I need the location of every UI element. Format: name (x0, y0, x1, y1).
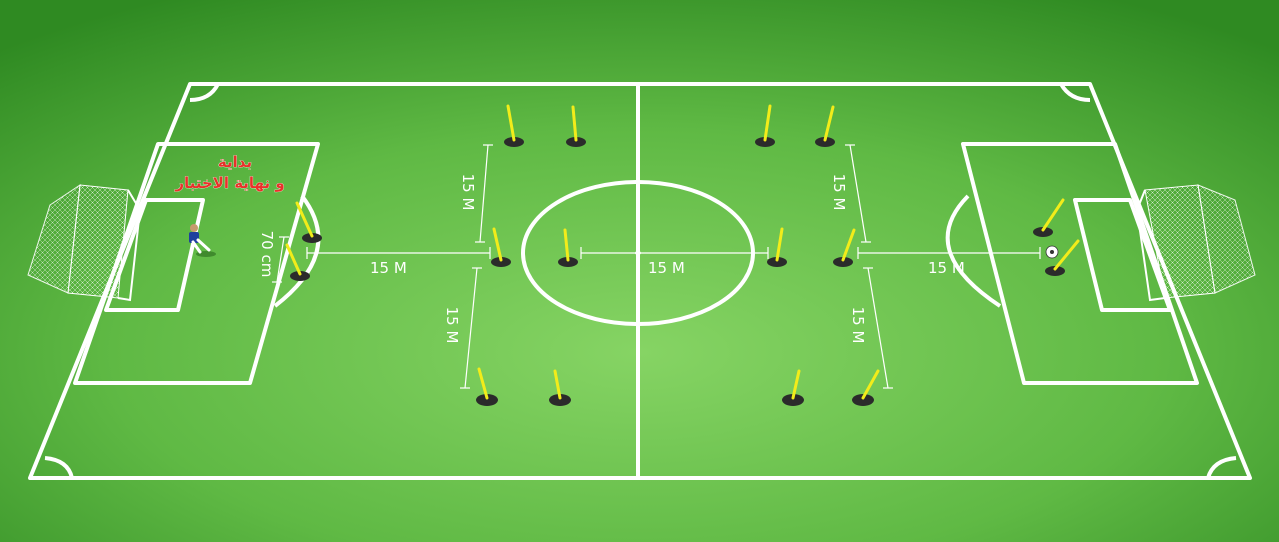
left-upper-gap-label: 15 M (459, 174, 477, 211)
ball-icon (1046, 246, 1058, 258)
center-horizontal-label: 15 M (648, 259, 685, 277)
left-lower-gap-label: 15 M (443, 307, 461, 344)
title-line-1: بداية (218, 153, 252, 171)
right-horizontal-label: 15 M (928, 259, 965, 277)
right-upper-gap-label: 15 M (830, 174, 848, 211)
right-lower-gap-label: 15 M (849, 307, 867, 344)
left-horizontal-label: 15 M (370, 259, 407, 277)
title-line-2: و نهاية الاختبار (174, 174, 284, 192)
gate-width-label: 70 cm (258, 231, 276, 278)
